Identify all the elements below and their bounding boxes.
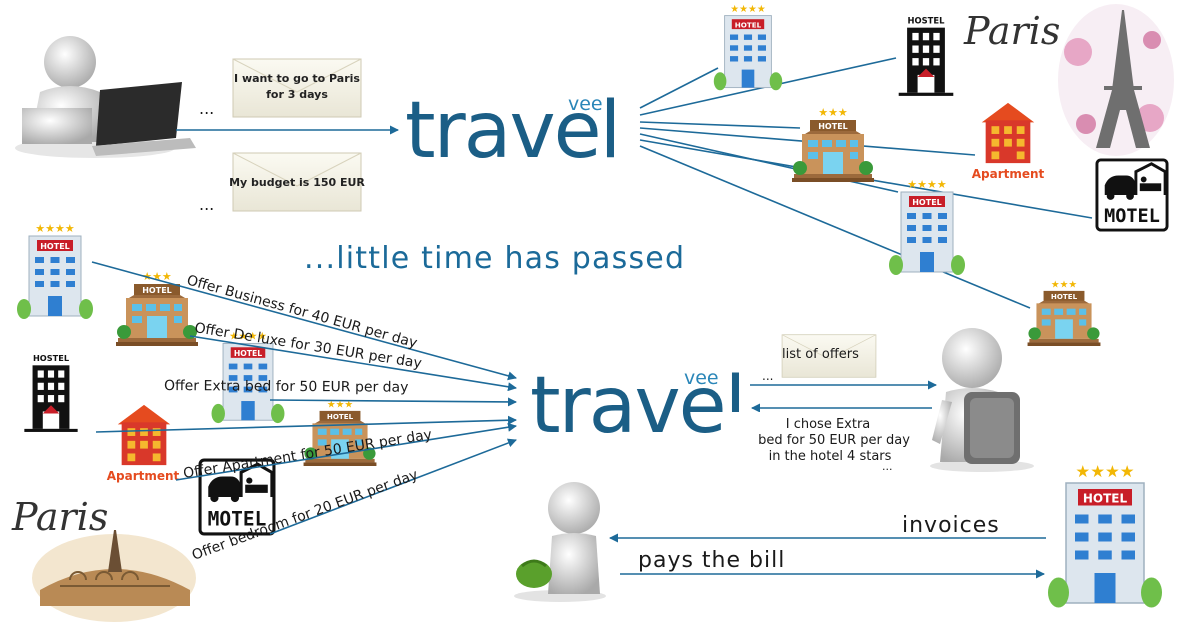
left-hostel-icon — [24, 353, 78, 432]
paris-city-card: Paris — [11, 495, 196, 622]
person-at-laptop-icon — [15, 36, 196, 158]
pays-label: pays the bill — [638, 548, 785, 573]
paris-label-top: Paris — [963, 9, 1060, 53]
motel-icon — [1095, 158, 1169, 232]
paris-eiffel-card: Paris — [963, 4, 1174, 156]
travel-logo-bottom: travel vee — [530, 361, 746, 451]
person-with-bag-icon — [514, 482, 606, 602]
paris-label-bottom: Paris — [11, 495, 108, 539]
left-apartment-icon: Apartment — [107, 404, 180, 483]
choice-line-3: in the hotel 4 stars — [769, 449, 892, 464]
offer-lines — [91, 261, 517, 535]
final-hotel-4star-icon — [1047, 462, 1163, 609]
hotel-4star-icon-2 — [888, 178, 966, 276]
hotel-4star-icon — [713, 3, 783, 91]
request-note-budget: My budget is 150 EUR — [229, 152, 365, 212]
offer-extra-bed: Offer Extra bed for 50 EUR per day — [164, 378, 409, 396]
traveler-with-suitcase-icon — [930, 328, 1034, 472]
logo-sup: vee — [568, 93, 603, 115]
dots-3: ... — [762, 369, 773, 383]
left-hotel-4star-icon — [16, 222, 94, 320]
list-of-offers-note: list of offers — [781, 334, 877, 378]
dots-2: ... — [199, 195, 214, 214]
note-line-1: I want to go to Paris — [234, 72, 360, 85]
logo-word-2: travel — [530, 361, 744, 451]
request-note-paris: I want to go to Paris for 3 days — [232, 58, 362, 118]
budget-note-text: My budget is 150 EUR — [229, 176, 365, 189]
list-of-offers-text: list of offers — [782, 347, 859, 362]
choice-line-1: I chose Extra — [786, 417, 871, 432]
choice-line-2: bed for 50 EUR per day — [758, 433, 910, 448]
tagline: ...little time has passed — [304, 241, 685, 276]
dots-1: ... — [199, 99, 214, 118]
hostel-icon — [898, 15, 954, 96]
hotel-3star-icon-2 — [1027, 279, 1101, 346]
logo-word: travel — [405, 86, 619, 176]
apartment-icon: Apartment — [972, 102, 1045, 181]
choice-note: I chose Extra bed for 50 EUR per day in … — [730, 412, 942, 473]
choice-dots: ... — [882, 460, 893, 473]
logo-sup-2: vee — [684, 367, 719, 389]
hotel-3star-icon — [792, 106, 874, 182]
search-fanout-lines — [639, 57, 1093, 309]
travel-logo-top: travel vee — [405, 86, 621, 176]
note-line-2: for 3 days — [266, 88, 328, 101]
apartment-label: Apartment — [972, 167, 1045, 181]
invoices-label: invoices — [902, 513, 1000, 538]
left-apartment-label: Apartment — [107, 469, 180, 483]
